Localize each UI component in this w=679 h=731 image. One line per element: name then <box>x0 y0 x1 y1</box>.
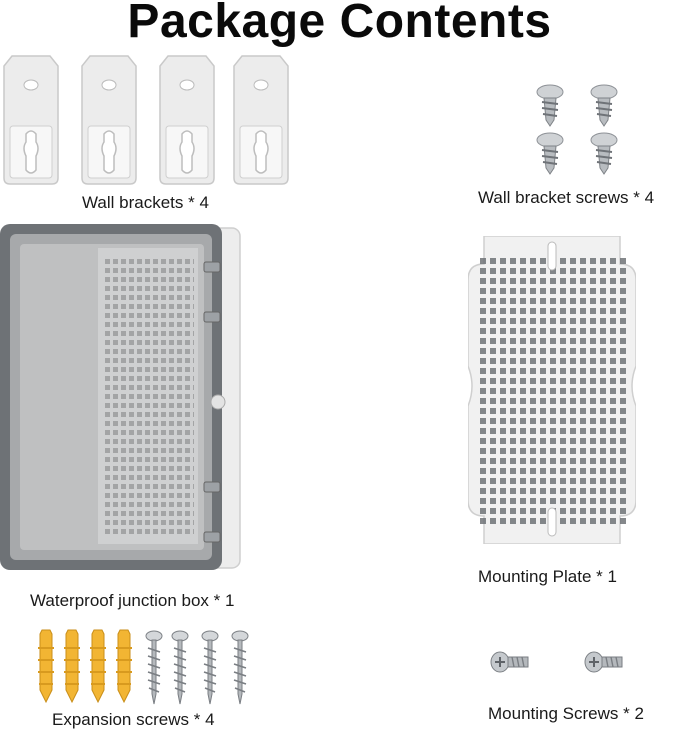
expansion-screws-image <box>36 626 256 706</box>
junction-box-caption: Waterproof junction box * 1 <box>30 591 235 610</box>
page-title: Package Contents <box>127 0 552 48</box>
expansion-screws-caption: Expansion screws * 4 <box>52 710 215 729</box>
mounting-plate-image <box>468 236 636 544</box>
junction-box-image <box>0 222 250 574</box>
wall-brackets-image <box>0 52 290 188</box>
mounting-screws-image <box>490 648 630 676</box>
wall-brackets-caption: Wall brackets * 4 <box>82 193 209 212</box>
wall-bracket-screws-caption: Wall bracket screws * 4 <box>478 188 655 207</box>
mounting-plate-caption: Mounting Plate * 1 <box>478 567 617 586</box>
wall-bracket-screws-image <box>530 80 626 176</box>
mounting-screws-caption: Mounting Screws * 2 <box>488 704 644 723</box>
